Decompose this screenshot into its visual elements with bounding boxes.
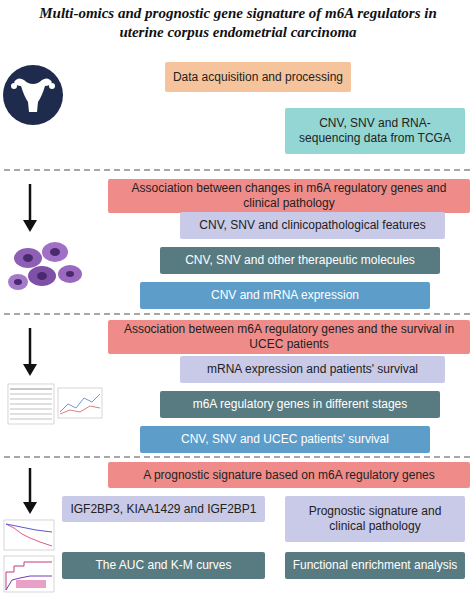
node-text: Prognostic signature and clinical pathol… — [291, 504, 459, 534]
node-text: m6A regulatory genes in different stages — [193, 397, 408, 412]
step-box: CNV and mRNA expression — [140, 282, 430, 309]
data-box: CNV, SNV and RNA-sequencing data from TC… — [285, 108, 465, 154]
chart-thumbnail — [4, 520, 54, 592]
node-text: Association between m6A regulatory genes… — [114, 322, 464, 352]
step-box: CNV, SNV and clinicopathological feature… — [180, 212, 445, 239]
section-divider — [4, 169, 472, 171]
section-heading: Association between m6A regulatory genes… — [108, 320, 470, 354]
node-text: CNV, SNV and RNA-sequencing data from TC… — [291, 116, 459, 146]
step-box: mRNA expression and patients' survival — [180, 356, 445, 383]
node-text: CNV, SNV and clinicopathological feature… — [199, 218, 425, 233]
section-heading: Data acquisition and processing — [165, 62, 351, 92]
step-box: The AUC and K-M curves — [62, 552, 265, 579]
step-box: Functional enrichment analysis — [285, 552, 465, 579]
uterus-icon — [3, 65, 63, 125]
node-text: Association between changes in m6A regul… — [114, 181, 464, 211]
step-box: IGF2BP3, KIAA1429 and IGF2BP1 — [62, 496, 265, 522]
section-heading: A prognostic signature based on m6A regu… — [108, 462, 470, 488]
step-box: CNV, SNV and other therapeutic molecules — [160, 247, 440, 274]
section-heading: Association between changes in m6A regul… — [108, 179, 470, 213]
node-text: A prognostic signature based on m6A regu… — [143, 468, 435, 483]
section-divider — [4, 313, 472, 315]
node-text: mRNA expression and patients' survival — [207, 362, 418, 377]
node-text: CNV and mRNA expression — [211, 288, 359, 303]
table-thumbnail — [8, 384, 102, 424]
section-divider — [4, 456, 472, 458]
step-box: CNV, SNV and UCEC patients' survival — [140, 426, 430, 453]
down-arrow — [23, 328, 37, 376]
down-arrow — [23, 468, 37, 514]
node-text: CNV, SNV and other therapeutic molecules — [185, 253, 415, 268]
step-box: m6A regulatory genes in different stages — [160, 391, 440, 418]
node-text: IGF2BP3, KIAA1429 and IGF2BP1 — [70, 502, 256, 517]
down-arrow — [23, 184, 37, 232]
node-text: Data acquisition and processing — [173, 70, 343, 85]
diagram-title: Multi-omics and prognostic gene signatur… — [22, 4, 454, 42]
node-text: Functional enrichment analysis — [293, 558, 458, 573]
step-box: Prognostic signature and clinical pathol… — [285, 496, 465, 542]
cell-illustration — [8, 242, 82, 290]
node-text: The AUC and K-M curves — [95, 558, 231, 573]
node-text: CNV, SNV and UCEC patients' survival — [181, 432, 389, 447]
